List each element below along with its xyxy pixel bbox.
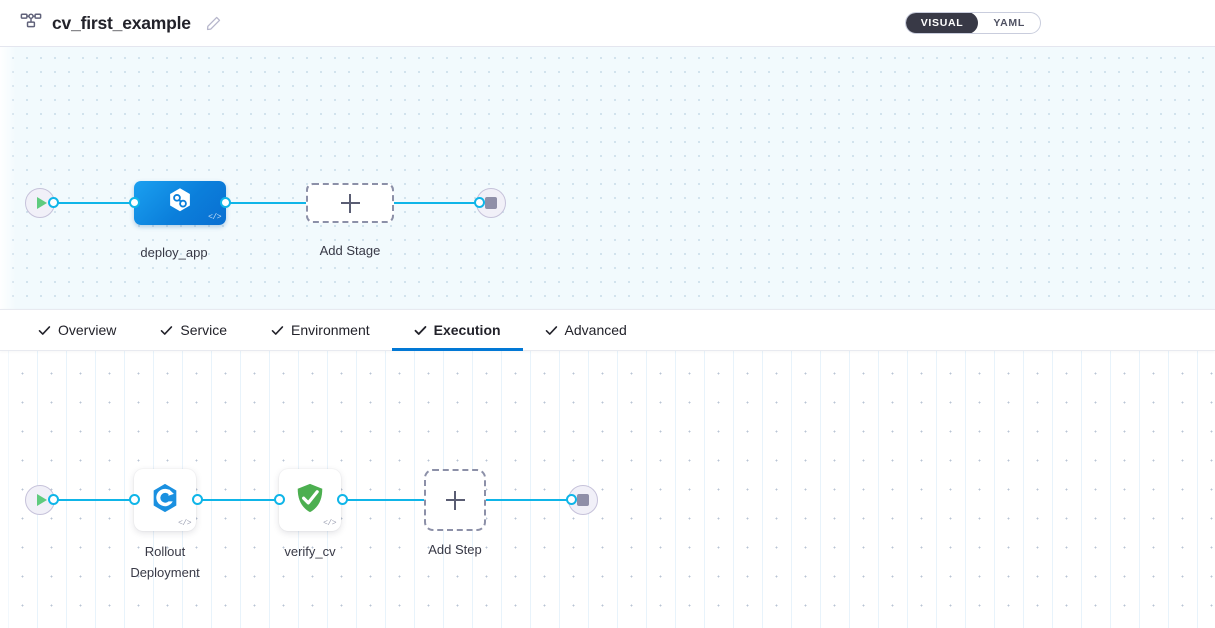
edge-verify-to-add-step xyxy=(340,499,428,501)
mode-option-yaml[interactable]: YAML xyxy=(993,17,1025,29)
stage-config-tabs: Overview Service Environment Execution A… xyxy=(0,309,1215,351)
green-shield-check-icon xyxy=(293,481,327,520)
add-step-label: Add Step xyxy=(428,542,482,557)
edge-add-stage-to-end xyxy=(390,202,482,204)
check-icon xyxy=(271,324,284,337)
tab-label-overview: Overview xyxy=(58,322,117,338)
step-node-rollout-deployment[interactable]: </> xyxy=(134,469,196,531)
mode-option-visual[interactable]: VISUAL xyxy=(905,13,979,33)
edge-deploy-app-to-add-stage xyxy=(222,202,312,204)
tab-label-execution: Execution xyxy=(433,322,501,338)
rollout-deployment-icon xyxy=(148,481,182,520)
edge-start-to-rollout xyxy=(54,499,138,501)
pipeline-header: cv_first_example VISUAL YAML xyxy=(0,0,1215,47)
check-icon xyxy=(38,324,51,337)
plus-icon xyxy=(445,490,465,510)
stage-end-node[interactable] xyxy=(476,188,506,218)
rollout-output-dot xyxy=(192,494,203,505)
stage-canvas[interactable]: </> deploy_app Add Stage xyxy=(0,47,1215,309)
stage-node-deploy-app[interactable]: </> xyxy=(134,181,226,225)
pipeline-diagram-icon xyxy=(20,12,42,34)
verify-output-dot xyxy=(337,494,348,505)
stage-code-glyph: </> xyxy=(208,213,221,222)
tab-label-advanced: Advanced xyxy=(564,322,627,338)
check-icon xyxy=(160,324,173,337)
step-code-glyph: </> xyxy=(178,519,191,528)
step-node-verify-cv[interactable]: </> xyxy=(279,469,341,531)
deploy-app-output-dot xyxy=(220,197,231,208)
tab-label-service: Service xyxy=(180,322,228,338)
stage-label-deploy-app: deploy_app xyxy=(140,245,208,260)
execution-steps-canvas[interactable]: </> Rollout Deployment </> verify_cv Add… xyxy=(0,351,1215,628)
step-label-rollout-deployment: Rollout Deployment xyxy=(130,544,200,580)
step-code-glyph: </> xyxy=(323,519,336,528)
header-left-group: cv_first_example xyxy=(0,12,222,34)
deploy-app-input-dot xyxy=(129,197,140,208)
tab-environment[interactable]: Environment xyxy=(249,310,392,350)
tab-advanced[interactable]: Advanced xyxy=(523,310,649,350)
stop-icon xyxy=(485,197,497,209)
play-icon xyxy=(36,494,47,506)
page-title: cv_first_example xyxy=(52,12,191,33)
verify-input-dot xyxy=(274,494,285,505)
plus-icon xyxy=(340,193,360,213)
step-end-connector-dot xyxy=(566,494,577,505)
view-mode-toggle[interactable]: VISUAL YAML xyxy=(904,12,1041,34)
tab-execution[interactable]: Execution xyxy=(391,310,523,351)
stop-icon xyxy=(577,494,589,506)
edge-start-to-deploy-app xyxy=(54,202,138,204)
play-icon xyxy=(36,197,47,209)
check-icon xyxy=(545,324,558,337)
step-start-connector-dot xyxy=(48,494,59,505)
step-label-verify-cv: verify_cv xyxy=(284,544,336,559)
add-stage-label: Add Stage xyxy=(319,243,381,258)
harness-cd-hexagon-icon xyxy=(165,186,195,221)
check-icon xyxy=(414,324,427,337)
tab-service[interactable]: Service xyxy=(138,310,249,350)
tab-overview[interactable]: Overview xyxy=(16,310,138,350)
edge-rollout-to-verify xyxy=(196,499,284,501)
stage-start-connector-dot xyxy=(48,197,59,208)
edge-add-step-to-end xyxy=(486,499,572,501)
stage-end-connector-dot xyxy=(474,197,485,208)
add-step-button[interactable] xyxy=(424,469,486,531)
rollout-input-dot xyxy=(129,494,140,505)
tab-label-environment: Environment xyxy=(291,322,370,338)
pencil-icon[interactable] xyxy=(205,15,222,32)
header-right-group: VISUAL YAML xyxy=(904,12,1215,34)
add-stage-button[interactable] xyxy=(306,183,394,223)
